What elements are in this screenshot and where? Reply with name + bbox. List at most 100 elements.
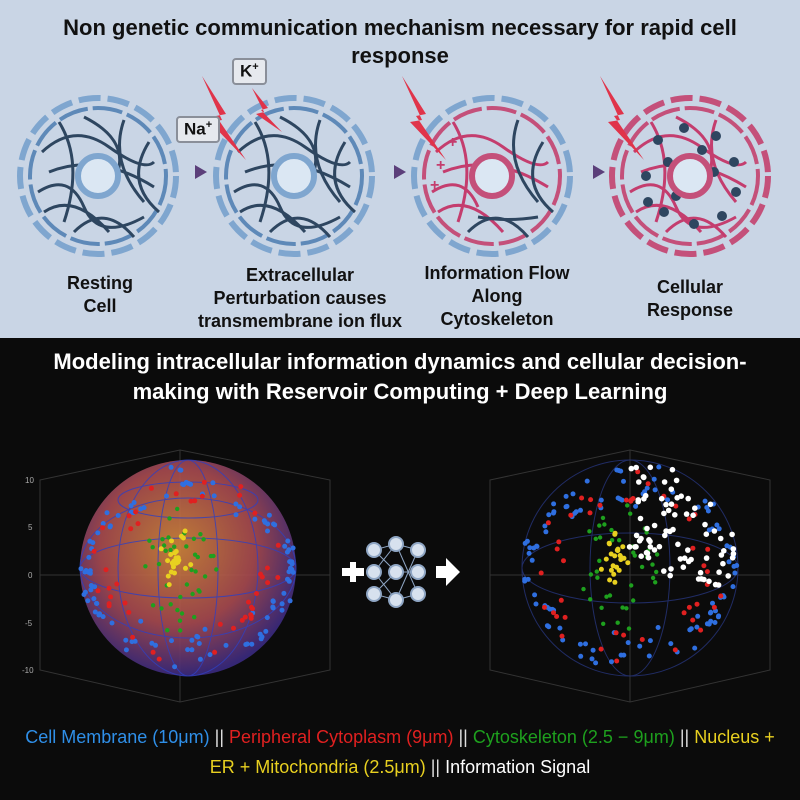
signal-node [706,578,712,585]
membrane-node [123,637,129,643]
cytoplasm-node [126,609,132,615]
signal-node [644,550,651,557]
membrane-node [188,481,194,487]
cytoplasm-node [562,614,568,620]
cytoskeleton-node [629,583,634,588]
membrane-node [164,493,169,499]
membrane-node [95,530,101,536]
cytoskeleton-node [626,626,632,631]
cytoskeleton-node [163,548,168,553]
membrane-node [583,641,588,647]
cytoplasm-node [95,588,101,594]
cytoplasm-node [690,617,696,623]
nucleus-node [606,541,612,547]
cytoplasm-node [542,604,547,610]
cytoplasm-node [212,649,218,655]
cytoplasm-node [623,497,629,503]
legend-membrane: Cell Membrane (10μm) [25,727,210,747]
membrane-node [716,526,722,532]
membrane-node [104,510,110,516]
perturbed-cell-diagram [213,95,375,257]
signal-node [628,465,635,472]
cytoplasm-node [100,525,106,531]
signal-node [626,544,633,550]
cytoplasm-node [545,520,551,526]
signal-node [663,501,669,508]
nucleus-node [608,567,614,573]
signal-node [633,464,639,471]
cytoplasm-node [237,492,243,498]
nucleus-node [615,546,621,552]
cytoskeleton-node [631,598,636,603]
cytoplasm-node [238,484,244,490]
cytoskeleton-node [625,503,630,508]
signal-node [683,511,690,517]
membrane-node [714,522,720,528]
membrane-node [285,538,291,544]
membrane-node [91,596,97,602]
membrane-node [141,505,147,511]
cytoskeleton-node [607,593,613,598]
nucleus-node [610,563,616,569]
cytoplasm-node [556,539,562,545]
membrane-node [181,482,187,488]
cytoplasm-node [559,633,565,639]
signal-node [645,554,652,561]
nucleus-node [608,551,614,557]
cytoskeleton-node [177,618,183,623]
membrane-node [724,543,730,549]
nucleus-node [603,556,609,562]
membrane-node [656,464,662,470]
membrane-node [172,664,178,670]
legend-separator: || [214,727,225,747]
cytoskeleton-node [644,530,649,535]
nucleus-node [183,565,188,571]
signal-node [667,572,673,579]
cytoskeleton-node [595,575,600,580]
membrane-node [563,493,569,499]
cytoskeleton-node [581,586,586,592]
membrane-node [593,660,599,666]
legend-separator: || [430,757,441,777]
membrane-node [178,467,184,473]
signal-node [697,569,704,576]
signal-node [711,528,718,534]
cytoskeleton-node [632,553,637,558]
membrane-node [633,503,639,509]
membrane-node [265,528,270,534]
membrane-node [651,476,657,482]
nucleus-node [158,546,164,552]
membrane-node [107,523,113,529]
cytoskeleton-node [147,538,152,543]
nucleus-node [598,566,604,572]
membrane-node [207,652,213,658]
membrane-node [665,497,671,503]
cytoskeleton-node [168,602,173,607]
cytoplasm-node [91,548,97,554]
axis-tick: 0 [28,571,33,580]
membrane-node [526,550,532,556]
signal-node [703,555,710,561]
cytoskeleton-node [588,572,594,577]
signal-node [680,564,687,570]
signal-node [675,541,681,548]
cytoskeleton-node [165,628,170,633]
membrane-node [87,538,93,544]
membrane-node [266,512,272,518]
membrane-node [694,624,700,630]
cytoskeleton-node [587,529,592,534]
signal-node [678,493,684,499]
cytoskeleton-node [175,506,180,512]
signal-node [668,501,675,507]
membrane-node [252,516,258,522]
membrane-node [522,578,528,584]
membrane-node [618,468,624,474]
cytoplasm-node [639,637,645,642]
membrane-node [115,513,121,518]
signal-node [642,492,649,499]
cytoskeleton-node [166,535,171,540]
cytoplasm-node [672,647,678,653]
membrane-node [189,637,195,643]
